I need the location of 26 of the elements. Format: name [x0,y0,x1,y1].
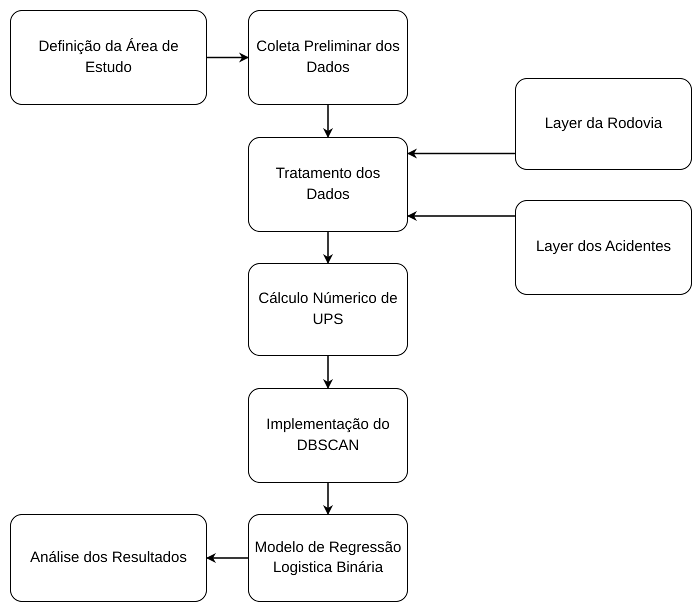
process-box [515,200,692,295]
arrow [323,232,333,264]
box-label: Cálculo Númerico de UPS [257,289,399,330]
arrow [206,553,248,563]
process-box [248,263,408,356]
arrow [407,211,515,221]
arrow [323,483,333,515]
box-label: Implementação do DBSCAN [265,415,391,456]
box-label: Layer da Rodovia [544,114,662,134]
process-box [248,137,408,232]
process-box [515,78,692,170]
arrow [323,105,333,138]
arrow [407,148,515,158]
box-label: Modelo de Regressão Logistica Binária [254,538,402,578]
box-label: Definição da Área de Estudo [37,37,180,78]
process-box [248,10,408,105]
process-box [248,388,408,483]
box-label: Layer dos Acidentes [536,237,672,258]
arrow [323,356,333,389]
process-box [248,514,408,602]
box-label: Coleta Preliminar dos Dados [255,37,401,78]
arrow [207,52,249,62]
box-label: Tratamento dos Dados [274,164,382,204]
process-box [10,514,207,602]
process-box [10,10,207,105]
box-label: Análise dos Resultados [30,548,187,568]
